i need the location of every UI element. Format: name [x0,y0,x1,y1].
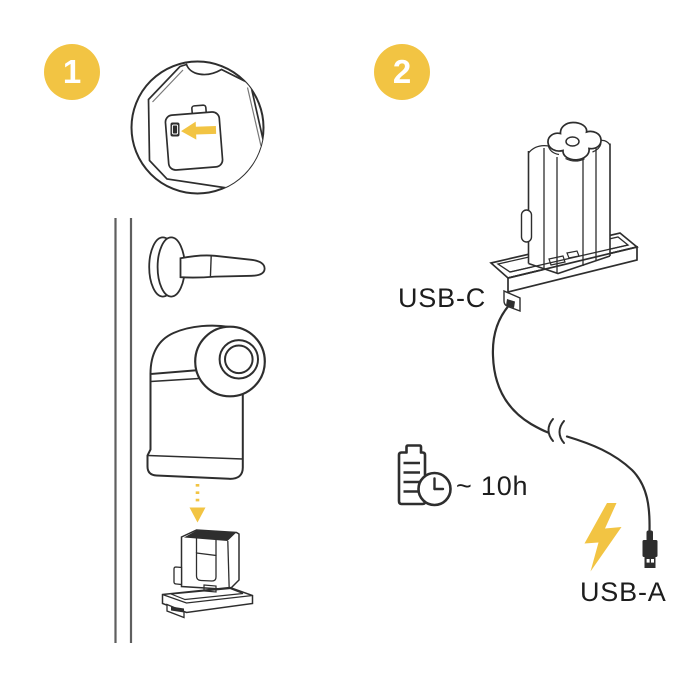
arrow-down-dotted-icon [189,484,206,523]
usb-cable [491,301,651,533]
arrow-left-icon [181,121,217,140]
battery-pack-large [503,121,638,313]
smart-lock [146,324,266,480]
step-2-badge: 2 [374,44,430,100]
charge-time-label: ~ 10h [456,471,529,501]
battery-clock-icon [397,444,452,507]
usb-c-label: USB-C [398,283,487,313]
door-handle [148,236,266,298]
battery-pack-small [161,529,254,619]
lightning-bolt-icon [584,503,622,572]
usb-a-plug-icon [642,530,658,568]
usb-port-zoom-inset [130,60,265,195]
cable-break-icon [547,418,565,444]
usb-a-label: USB-A [580,577,667,607]
usb-c-port-icon [170,122,180,137]
door-edge [114,218,133,643]
step-1-badge: 1 [44,44,100,100]
clock-icon [417,471,452,507]
